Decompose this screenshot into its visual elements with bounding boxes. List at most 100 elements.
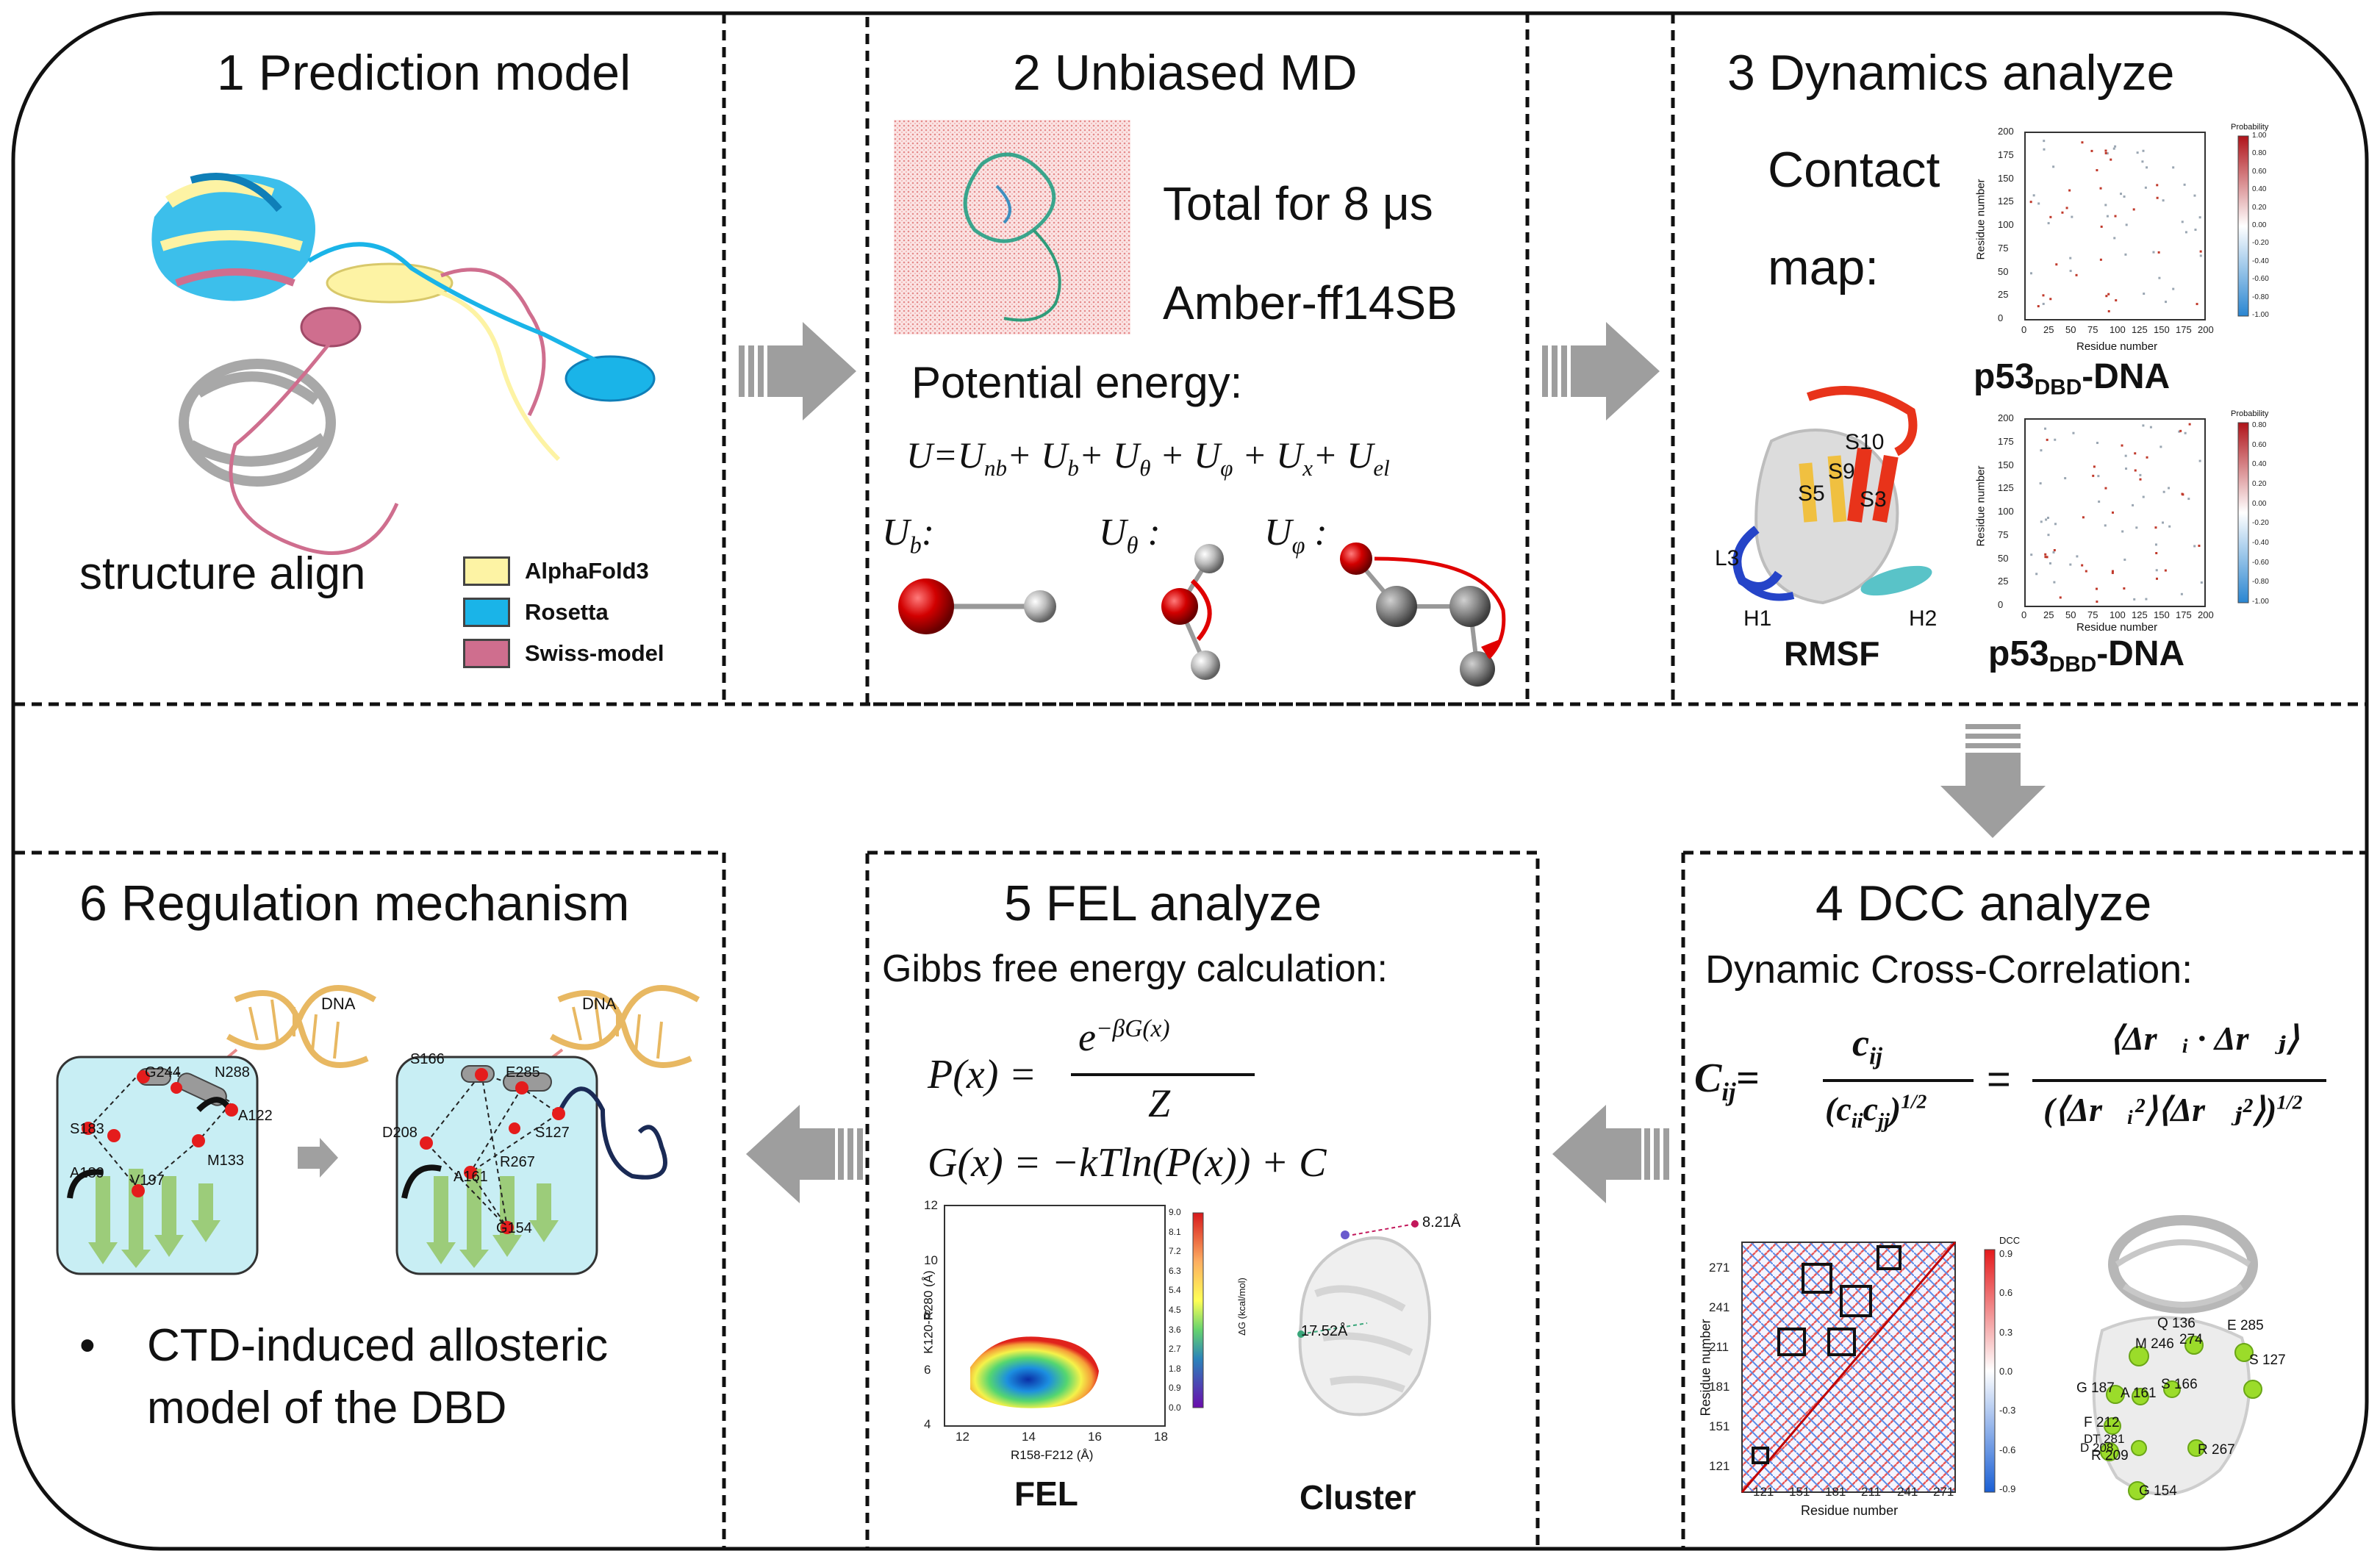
cm2-contact-27 xyxy=(2052,551,2055,553)
cm2-contact-26 xyxy=(2053,549,2056,552)
dcc-den2: (⟨Δr⃗ᵢ²⟩⟨Δr⃗ⱼ²⟩)1/2 xyxy=(2043,1089,2303,1129)
cm2-contact-64 xyxy=(2123,558,2126,561)
cm1-contact-59 xyxy=(2199,250,2202,253)
uphi-U: U xyxy=(1264,512,1292,553)
cm2-ctick-2: 0.40 xyxy=(2252,460,2267,469)
cm1-contact-67 xyxy=(2120,193,2123,196)
cm1-contact-31 xyxy=(2104,151,2107,154)
eq-phi: φ xyxy=(1220,455,1233,481)
cm1-xtick-6: 150 xyxy=(2154,324,2170,335)
dcc-res-274: 274 xyxy=(2179,1332,2203,1347)
res-left-s183: S183 xyxy=(70,1121,104,1137)
cm2-contact-12 xyxy=(2097,475,2100,478)
cluster-dist2: 17.52Å xyxy=(1301,1323,1348,1339)
dcc-xtick-3: 211 xyxy=(1861,1485,1882,1499)
cm1-xtick-0: 0 xyxy=(2021,324,2027,335)
cm2-contact-72 xyxy=(2155,577,2158,580)
cm1-ctick-3: 0.40 xyxy=(2252,185,2267,194)
cm1-contact-65 xyxy=(2199,254,2202,257)
cm1-contact-24 xyxy=(2075,273,2078,276)
cm1-contact-3 xyxy=(2099,187,2102,190)
p4-border xyxy=(1681,850,2365,1549)
cm2-contact-60 xyxy=(2155,569,2158,572)
cm1-ytick-6: 50 xyxy=(1998,265,2009,277)
res-left-a122: A122 xyxy=(238,1108,273,1124)
gibbs-eq1-lhs: P(x) = xyxy=(928,1052,1037,1097)
cm2-contact-68 xyxy=(2200,581,2203,584)
cm2-contact-7 xyxy=(2054,438,2057,441)
legend-label-swiss: Swiss-model xyxy=(525,640,664,666)
dcc-equals: = xyxy=(1987,1056,2011,1102)
res-left-m133: M133 xyxy=(207,1153,245,1169)
cm2-ctick-6: -0.40 xyxy=(2252,539,2269,547)
arrow-left-2 xyxy=(746,1105,863,1203)
cm2-contact-45 xyxy=(2139,473,2142,476)
cm2-contact-35 xyxy=(2030,553,2033,556)
res-left-n288: N288 xyxy=(215,1064,250,1081)
cluster-dist1: 8.21Å xyxy=(1422,1214,1461,1230)
cm2-contact-71 xyxy=(2132,504,2135,506)
cm2-contact-11 xyxy=(2135,526,2138,529)
cm1-ctick-9: -0.80 xyxy=(2252,293,2269,301)
cm1-ytick-0: 200 xyxy=(1998,126,2014,137)
dcc-xtick-0: 121 xyxy=(1753,1485,1774,1499)
fel-xtick-0: 12 xyxy=(956,1430,969,1444)
cm1-ylabel: Residue number xyxy=(1974,179,1987,260)
dcc-res-a161: A 161 xyxy=(2121,1386,2157,1401)
cm2-ytick-3: 125 xyxy=(1998,482,2014,494)
fel-ytick-1: 10 xyxy=(924,1253,938,1267)
fel-ctick-4: 5.4 xyxy=(1169,1285,1181,1296)
cm2-cbar-title: Probability xyxy=(2231,409,2269,418)
cm1-contact-22 xyxy=(2106,215,2109,218)
cm2-ytick-8: 0 xyxy=(1998,599,2004,610)
legend-swatch-rosetta xyxy=(463,598,510,627)
cm2-contact-63 xyxy=(2096,442,2099,445)
cm2-ylabel: Residue number xyxy=(1974,465,1987,547)
cm2-contact-78 xyxy=(2134,469,2137,472)
cm2-ctick-5: -0.20 xyxy=(2252,519,2269,528)
cm2-contact-21 xyxy=(2168,487,2171,490)
fel-ytick-4: 4 xyxy=(924,1417,931,1431)
fel-ytick-3: 6 xyxy=(924,1362,931,1377)
cm2-ytick-7: 25 xyxy=(1998,576,2009,587)
fel-xtick-2: 16 xyxy=(1088,1430,1102,1444)
bond-term-diagrams xyxy=(898,542,1506,687)
cm1-ctick-0: 1.00 xyxy=(2252,132,2267,140)
cm1-ctick-10: -1.00 xyxy=(2252,311,2269,319)
cm1-contact-53 xyxy=(2184,231,2187,234)
cm2-contact-52 xyxy=(2085,570,2087,573)
dcc-xlabel: Residue number xyxy=(1801,1503,1899,1518)
dcc-ytick-4: 151 xyxy=(1709,1419,1730,1433)
cm1-contact-57 xyxy=(2100,225,2103,228)
cm1-contact-37 xyxy=(2172,166,2175,169)
dcc-res-g154: G 154 xyxy=(2139,1483,2177,1499)
cm1-xtick-8: 200 xyxy=(2198,324,2214,335)
p2-border xyxy=(865,11,1530,706)
dcc-res-r209: R 209 xyxy=(2091,1448,2129,1464)
p6-border xyxy=(15,850,726,1549)
cm2-contact-59 xyxy=(2040,520,2043,523)
cm2-contact-36 xyxy=(2155,552,2158,555)
cm2-contact-49 xyxy=(2045,518,2048,521)
ub-sub: b xyxy=(909,531,922,559)
cm2-contact-3 xyxy=(2081,564,2084,567)
dcc-ctick-1: 0.6 xyxy=(1999,1287,2013,1299)
cm1-contact-41 xyxy=(2112,147,2115,150)
cm1-contact-61 xyxy=(2124,253,2127,256)
fel-plot: K120-R280 (Å) R158-F212 (Å) ΔG (kcal/mol… xyxy=(878,1198,1247,1477)
fel-ytick-0: 12 xyxy=(924,1198,938,1212)
cm2-contact-15 xyxy=(2096,587,2098,590)
rosetta-tail xyxy=(307,242,604,366)
p4-subtitle: Dynamic Cross-Correlation: xyxy=(1705,947,2193,992)
utheta-U: U xyxy=(1099,512,1127,553)
eq-x: x xyxy=(1302,455,1313,481)
cm2-ctick-3: 0.20 xyxy=(2252,480,2267,488)
cm2-contact-57 xyxy=(2125,467,2128,470)
cm2-contact-76 xyxy=(2104,487,2107,490)
cm2-contact-73 xyxy=(2093,465,2096,468)
fel-xtick-3: 18 xyxy=(1154,1430,1168,1444)
dbd-core xyxy=(151,173,315,301)
cm2-contact-69 xyxy=(2053,581,2056,584)
fel-ctick-1: 8.1 xyxy=(1169,1226,1181,1237)
cm2-ytick-5: 75 xyxy=(1998,529,2009,540)
